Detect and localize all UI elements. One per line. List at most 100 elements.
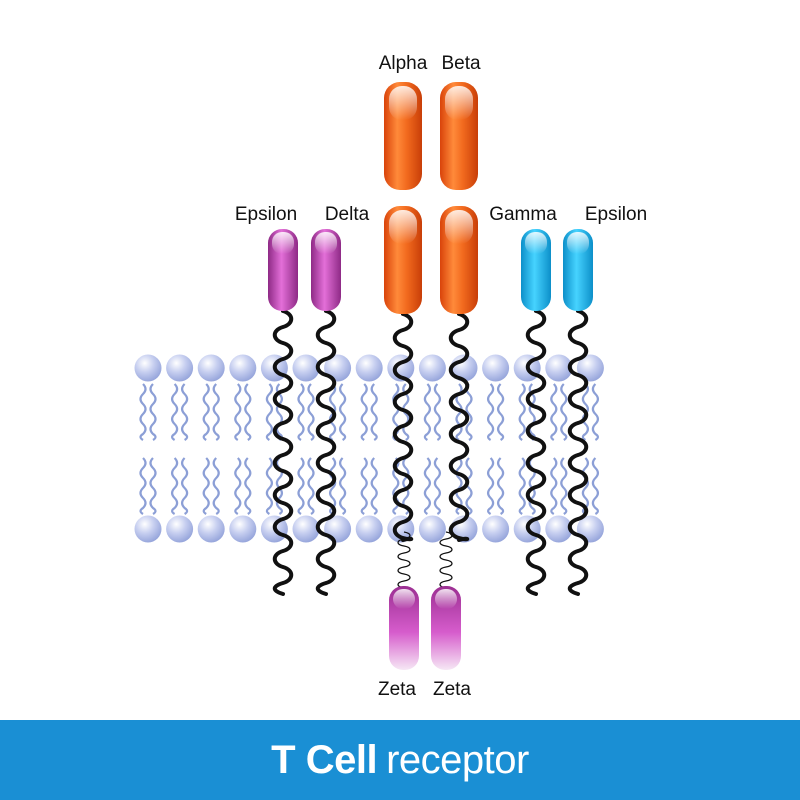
epsilon-right-domain <box>563 229 593 311</box>
phospholipid-head <box>355 354 383 382</box>
lipid-tail <box>171 383 179 441</box>
lipid-tail <box>433 383 441 441</box>
phospholipid-head <box>355 515 383 543</box>
chain-labels: Alpha Beta Epsilon Delta Gamma Epsilon Z… <box>235 53 647 700</box>
lipid-tail <box>560 457 568 515</box>
lipid-tail <box>487 457 495 515</box>
lipid-tail <box>487 383 495 441</box>
phospholipid-head <box>166 354 194 382</box>
tcr-diagram: Alpha Beta Epsilon Delta Gamma Epsilon Z… <box>134 53 647 700</box>
lipid-tail <box>265 383 273 441</box>
lipid-tail <box>550 457 558 515</box>
phospholipid-head <box>576 354 604 382</box>
lipid-tail <box>139 457 147 515</box>
phospholipid-head <box>229 515 257 543</box>
phospholipid-head <box>324 354 352 382</box>
label-alpha: Alpha <box>379 53 428 74</box>
phospholipid-head <box>197 515 225 543</box>
lipid-tail <box>339 383 347 441</box>
lipid-tail <box>465 383 473 441</box>
delta-domain <box>311 229 341 311</box>
lipid-tail <box>591 457 599 515</box>
receptor-domains <box>268 82 593 670</box>
cell-membrane <box>134 354 604 543</box>
label-zeta-left: Zeta <box>378 679 416 700</box>
phospholipid-head <box>482 354 510 382</box>
lipid-tail <box>212 383 220 441</box>
lipid-tail <box>297 383 305 441</box>
lipid-tail <box>591 383 599 441</box>
lipid-tail <box>339 457 347 515</box>
zeta-right-link <box>439 531 453 589</box>
lipid-tail <box>212 457 220 515</box>
lipid-tail <box>370 457 378 515</box>
gamma-chain <box>525 309 547 596</box>
lipid-tail <box>244 383 252 441</box>
epsilon-right-chain <box>567 309 589 596</box>
lipid-tail <box>244 457 252 515</box>
phospholipid-head <box>482 515 510 543</box>
beta-lower-domain <box>440 206 478 314</box>
label-gamma: Gamma <box>489 204 557 225</box>
epsilon-left-domain <box>268 229 298 311</box>
lipid-tail <box>234 383 242 441</box>
lipid-tail <box>181 383 189 441</box>
zeta-right-domain <box>431 586 461 670</box>
phospholipid-head <box>134 354 162 382</box>
zeta-left-link <box>397 531 411 589</box>
lipid-tail <box>518 383 526 441</box>
phospholipid-head <box>418 354 446 382</box>
lipid-tail <box>171 457 179 515</box>
lipid-tail <box>370 383 378 441</box>
lipid-tail <box>423 383 431 441</box>
alpha-chain <box>392 312 414 542</box>
lipid-tail <box>433 457 441 515</box>
label-beta: Beta <box>441 53 481 74</box>
lipid-tail <box>465 457 473 515</box>
label-epsilon-right: Epsilon <box>585 204 647 225</box>
lipid-tail <box>360 383 368 441</box>
lipid-tail <box>550 383 558 441</box>
label-epsilon-left: Epsilon <box>235 204 297 225</box>
lipid-tail <box>307 457 315 515</box>
lipid-tail <box>297 457 305 515</box>
title-light: receptor <box>386 737 529 782</box>
phospholipid-head <box>229 354 257 382</box>
lipid-tail <box>234 457 242 515</box>
lipid-tail <box>360 457 368 515</box>
beta-upper-domain <box>440 82 478 190</box>
phospholipid-head <box>166 515 194 543</box>
label-delta: Delta <box>325 204 370 225</box>
beta-chain <box>448 312 470 542</box>
lipid-tail <box>423 457 431 515</box>
epsilon-left-chain <box>272 309 294 596</box>
phospholipid-head <box>134 515 162 543</box>
lipid-tail <box>149 383 157 441</box>
lipid-tail <box>518 457 526 515</box>
lipid-tail <box>307 383 315 441</box>
delta-chain <box>315 309 337 596</box>
lipid-tail <box>202 383 210 441</box>
phospholipid-head <box>545 354 573 382</box>
gamma-domain <box>521 229 551 311</box>
alpha-lower-domain <box>384 206 422 314</box>
transmembrane-chains <box>272 309 589 596</box>
title-bold: T Cell <box>271 737 378 782</box>
lipid-tail <box>497 457 505 515</box>
phospholipid-head <box>418 515 446 543</box>
lipid-tail <box>497 383 505 441</box>
phospholipid-head <box>545 515 573 543</box>
lipid-tail <box>202 457 210 515</box>
lipid-tail <box>149 457 157 515</box>
alpha-upper-domain <box>384 82 422 190</box>
zeta-left-domain <box>389 586 419 670</box>
lipid-tail <box>265 457 273 515</box>
lipid-tail <box>139 383 147 441</box>
lipid-tail <box>181 457 189 515</box>
label-zeta-right: Zeta <box>433 679 471 700</box>
phospholipid-head <box>292 515 320 543</box>
lipid-tail <box>560 383 568 441</box>
phospholipid-head <box>292 354 320 382</box>
